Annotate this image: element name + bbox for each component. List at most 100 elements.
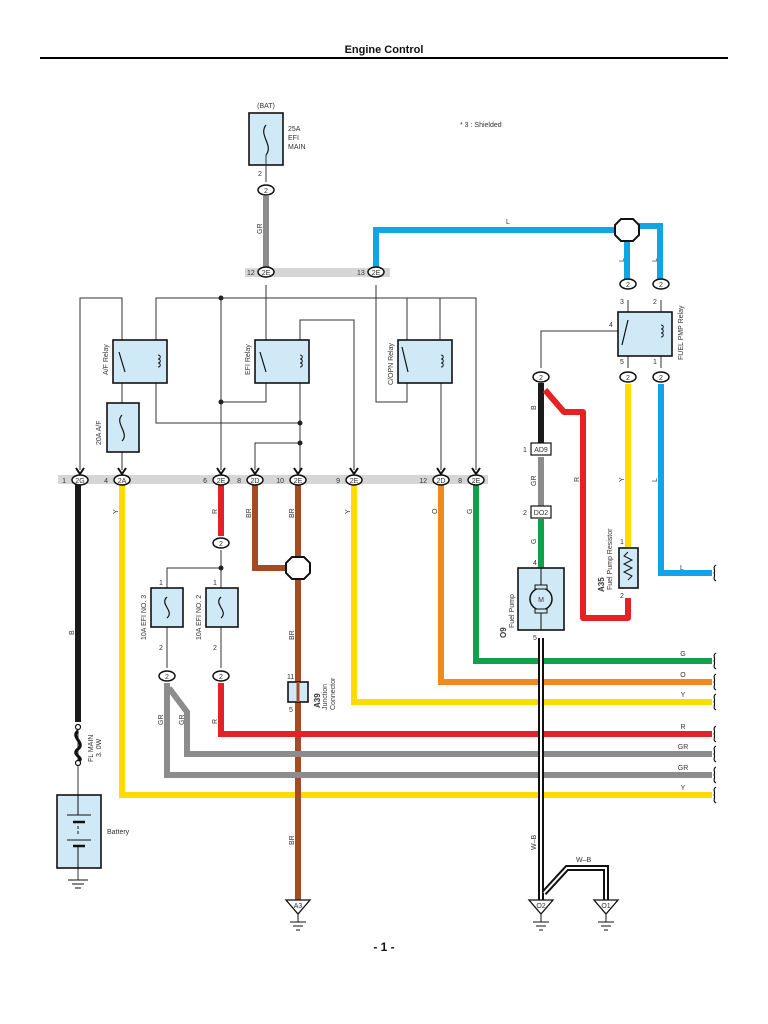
edge-wire-label: G (680, 651, 685, 658)
wire-label: L (619, 258, 626, 262)
mid-bus-code: 2E (472, 478, 481, 485)
wire-y-2a (119, 484, 712, 798)
battery-label: Battery (107, 829, 130, 836)
af-relay-label: A/F Relay (103, 344, 110, 375)
mid-bus-pin: 9 (336, 478, 340, 485)
mid-bus-code: 2E (217, 478, 226, 485)
efi-no3-fuse (150, 587, 184, 628)
top-bus-connector (367, 266, 385, 278)
fuel-pump-o9 (517, 567, 565, 631)
mid-bus-connector: 2D 8 (237, 467, 264, 486)
page-title: Engine Control (344, 44, 424, 56)
wire-break-icon (713, 786, 717, 804)
junction-dots (218, 295, 303, 571)
af-fuse-label: 20A A/F (96, 420, 103, 445)
wire-break-icon (713, 652, 717, 670)
efi-main-pin: 2 (258, 171, 262, 178)
a39-label-1: Junction (322, 684, 329, 710)
mid-bus-connector: 2E6 (203, 467, 230, 486)
copn-relay-label: C/OPN Relay (388, 342, 395, 385)
wire-gr-fuse3-a (164, 683, 712, 778)
ground-o1: O1 (592, 899, 620, 931)
af-fuse (106, 402, 140, 453)
efi-main-connector (257, 184, 275, 196)
fuel-pump-label: Fuel Pump (509, 594, 516, 628)
wire-label: GR (158, 715, 165, 726)
wire-label: R (212, 719, 219, 724)
conn-label: 2 (659, 375, 663, 382)
efi-no2-pin-out: 2 (213, 645, 217, 652)
wire-label: GR (179, 715, 186, 726)
wire-label: O (432, 508, 439, 514)
af-relay (112, 339, 168, 384)
top-bus-code: 2E (372, 270, 381, 277)
edge-wire-label: GR (678, 744, 689, 751)
mid-bus-code: 2D (437, 478, 446, 485)
ad9-connector (530, 442, 552, 456)
wire-break-icon (713, 725, 717, 743)
ground-o2: O2 (527, 899, 555, 931)
shielded-note: * 3 : Shielded (460, 122, 502, 129)
efi-no2-fuse (205, 587, 239, 628)
a39-label-2: Connector (330, 677, 337, 710)
fuel-pmp-relay (617, 311, 673, 357)
do2-code: DO2 (534, 510, 549, 517)
wire-break-icon (713, 564, 717, 582)
top-bus-pin: 13 (357, 270, 365, 277)
top-bus-connector (257, 266, 275, 278)
a39-code: A39 (313, 693, 322, 708)
mid-bus-connector: 2E9 (336, 467, 363, 486)
wire-label: R (574, 477, 581, 482)
top-connector-bus (245, 268, 390, 277)
relay-connectors (158, 278, 670, 682)
battery (56, 794, 102, 869)
wire-label: L (506, 219, 510, 226)
fl-main-label-2: 3. 0W (96, 738, 103, 757)
a35-label: Fuel Pump Resistor (607, 528, 614, 590)
a35-code: A35 (597, 577, 606, 592)
wire-g-2e (473, 484, 712, 664)
conn-label: 2 (626, 282, 630, 289)
control-wiring (77, 285, 662, 880)
mid-bus-pin: 1 (62, 478, 66, 485)
wire-break-icon (713, 693, 717, 711)
fpr-pin5: 5 (620, 359, 624, 366)
bat-label: (BAT) (257, 103, 275, 110)
mid-bus-pin: 4 (104, 478, 108, 485)
wire-label: GR (531, 476, 538, 487)
mid-bus-code: 2D (251, 478, 260, 485)
splice-point-br (285, 556, 311, 580)
fl-main-label-1: FL MAIN (88, 735, 95, 762)
mid-bus-pin: 8 (237, 478, 241, 485)
wire-label: L (652, 258, 659, 262)
edge-wire-label: O (680, 672, 686, 679)
ad9-pin: 1 (523, 447, 527, 454)
mid-bus-connector: 2A4 (104, 467, 131, 486)
efi-main-label-1: 25A (288, 126, 301, 133)
ad9-code: AD9 (534, 447, 548, 454)
mid-bus-pin: 12 (419, 478, 427, 485)
wire-r-pump (542, 388, 631, 621)
a35-pin-top: 1 (620, 539, 624, 546)
efi-no2-pin-in: 1 (213, 580, 217, 587)
mid-bus-connector: 2E8 (458, 467, 485, 486)
wire-label: Y (113, 509, 120, 514)
fpr-pin1: 1 (653, 359, 657, 366)
wire-label: BR (289, 630, 296, 640)
conn-label: 2 (659, 282, 663, 289)
a39-pin-top: 11 (287, 674, 294, 681)
efi-relay (254, 339, 310, 384)
do2-connector (530, 505, 552, 519)
wire-label: Y (345, 509, 352, 514)
mid-bus-code: 2G (75, 478, 84, 485)
copn-relay (397, 339, 453, 384)
wire-l-relay-out (658, 384, 712, 576)
fuel-pump-resistor-a35 (618, 547, 639, 589)
wire-wb-shielded (538, 638, 609, 900)
wire-label: W–B (576, 857, 592, 864)
edge-wire-label: Y (681, 785, 686, 792)
battery-ground-icon (68, 879, 88, 889)
